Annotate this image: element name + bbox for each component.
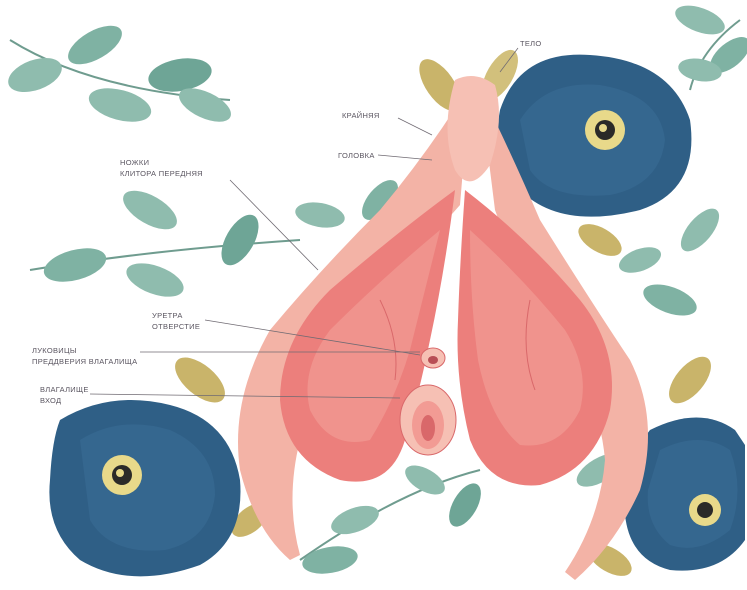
label-crus-line1: НОЖКИ: [120, 158, 149, 167]
label-glans: ГОЛОВКА: [338, 151, 432, 160]
label-urethra-line2: ОТВЕРСТИЕ: [152, 322, 200, 331]
label-bulb-line1: ЛУКОВИЦЫ: [32, 346, 77, 355]
flower-bottom-left: [49, 400, 240, 576]
label-hood-text: КРАЙНЯЯ: [342, 111, 380, 120]
label-top-text: ТЕЛО: [520, 39, 542, 48]
label-bulb-line2: ПРЕДДВЕРИЯ ВЛАГАЛИЩА: [32, 357, 137, 366]
leaf-branch-top-left: [4, 18, 236, 129]
label-vagina-line2: ВХОД: [40, 396, 61, 405]
leaf-branch-right-middle: [573, 202, 726, 321]
label-vagina-line1: ВЛАГАЛИЩЕ: [40, 385, 89, 394]
label-hood: КРАЙНЯЯ: [342, 111, 432, 135]
label-crus-line2: КЛИТОРА ПЕРЕДНЯЯ: [120, 169, 203, 178]
label-glans-text: ГОЛОВКА: [338, 151, 375, 160]
label-urethra-line1: УРЕТРА: [152, 311, 183, 320]
leaf-branch-top-right: [671, 0, 747, 90]
